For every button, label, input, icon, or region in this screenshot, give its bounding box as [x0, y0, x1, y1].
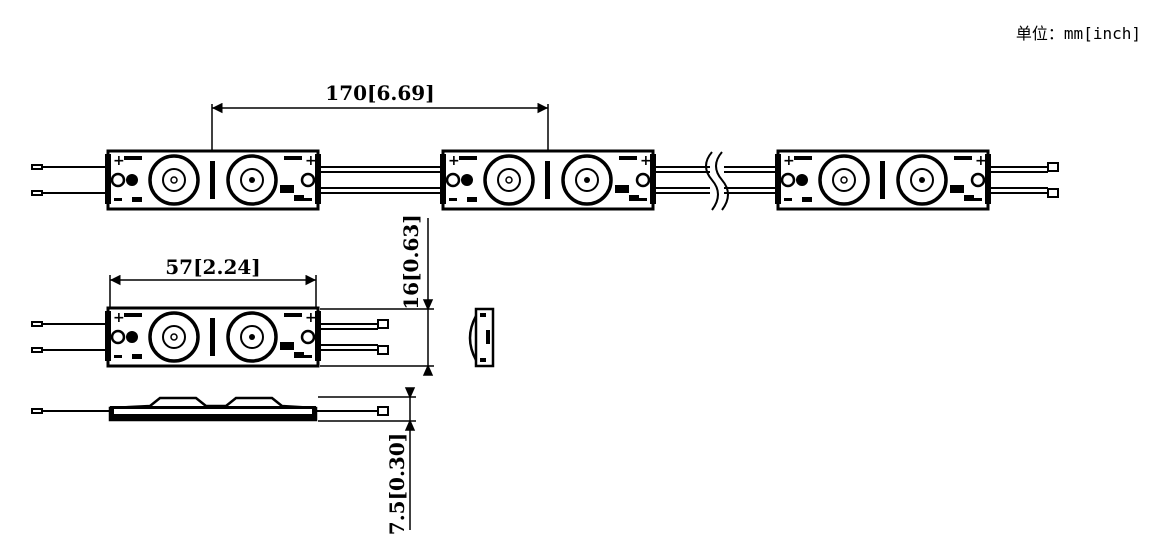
- module-side-view: [31, 396, 389, 422]
- wire-harness-top: [31, 162, 1059, 198]
- led-module-detail: [103, 306, 323, 368]
- length-label: 57[2.24]: [165, 255, 260, 279]
- height-label: 7.5[0.30]: [385, 433, 409, 535]
- wire-leads-middle: [31, 319, 389, 355]
- height-dimension: [318, 387, 416, 530]
- unit-label: 单位：mm[inch]: [1015, 24, 1141, 43]
- led-module-1: [103, 149, 323, 211]
- pitch-dimension: [211, 102, 549, 150]
- break-symbol: [705, 151, 729, 211]
- module-end-view: [468, 307, 495, 368]
- width-dimension: [320, 218, 434, 376]
- pitch-label: 170[6.69]: [325, 81, 434, 105]
- length-dimension: [109, 274, 317, 307]
- led-module-2: [438, 149, 658, 211]
- led-module-3: [773, 149, 993, 211]
- width-label: 16[0.63]: [399, 214, 423, 309]
